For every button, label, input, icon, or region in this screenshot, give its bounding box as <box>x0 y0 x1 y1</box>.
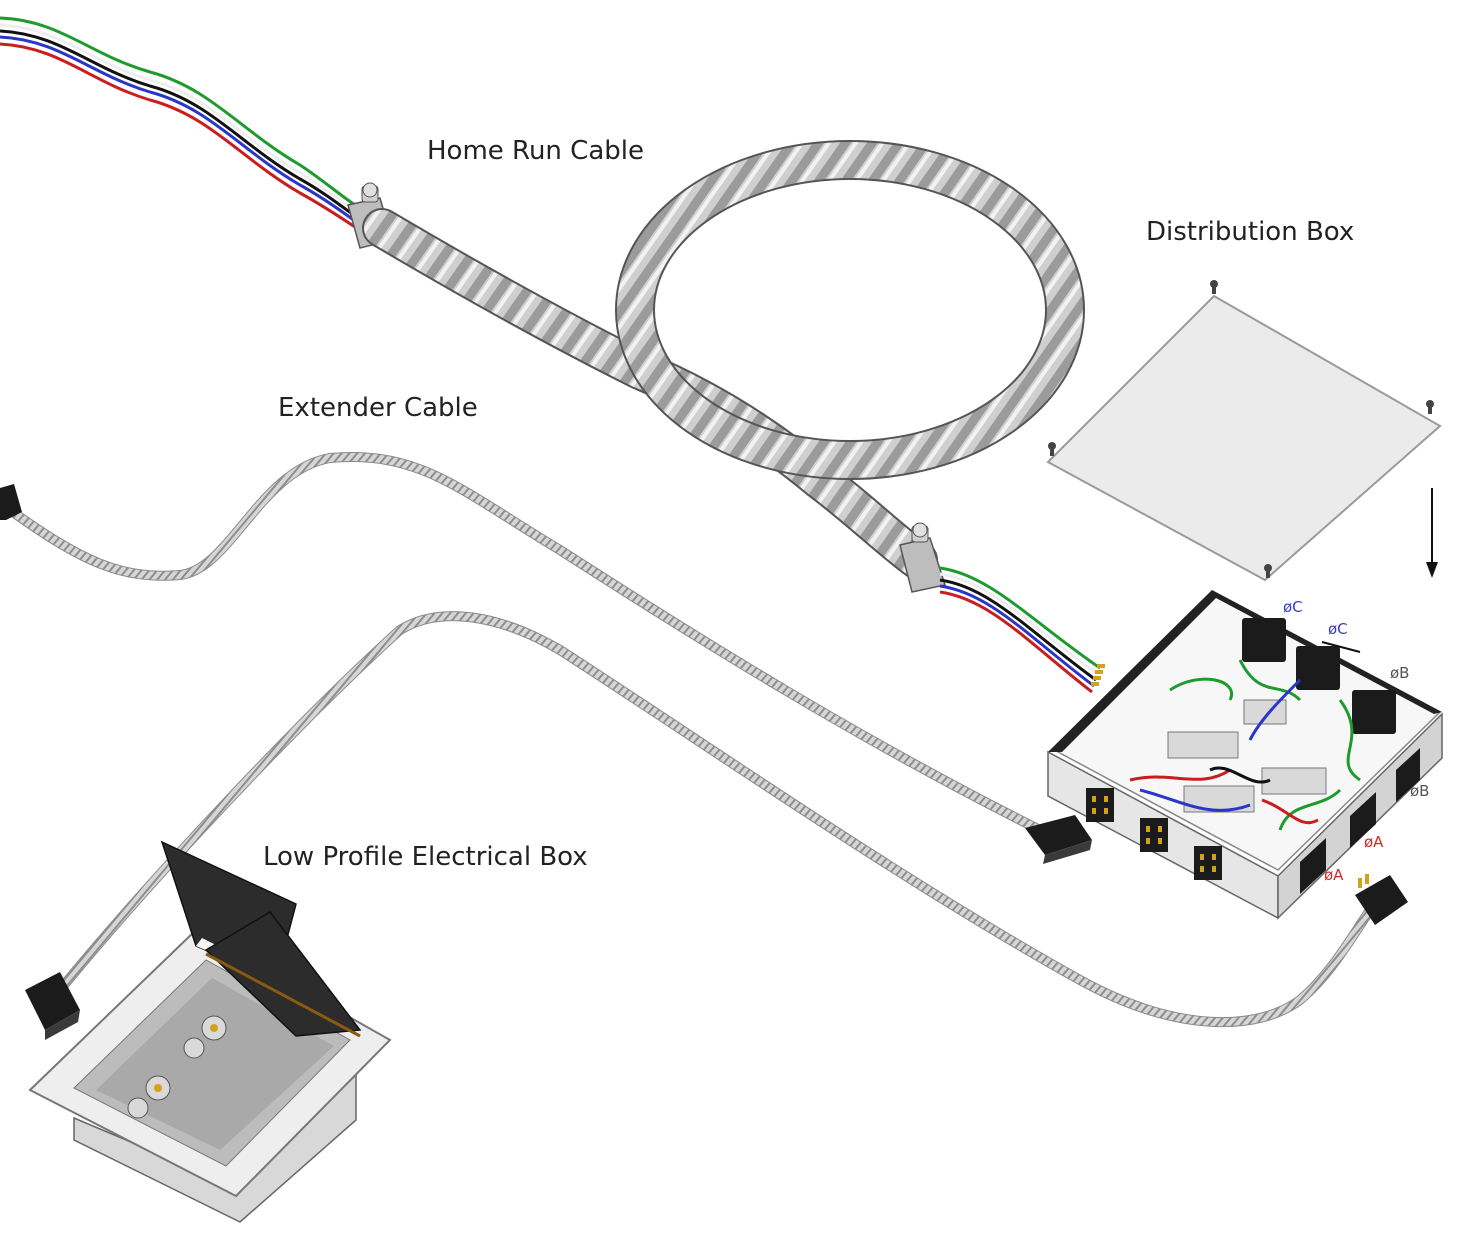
phase-c-bar <box>1321 641 1361 653</box>
home-run-conduit-loop <box>615 140 1085 480</box>
home-run-wires-bottom <box>939 566 1105 694</box>
home-run-connector-bottom <box>899 522 946 593</box>
distribution-box-lid <box>1046 280 1442 582</box>
home-run-wires-top <box>0 16 356 229</box>
phase-label-a-side: øA <box>1364 833 1384 851</box>
phase-label-c-top: øC <box>1283 598 1303 616</box>
label-home-run-cable: Home Run Cable <box>427 136 644 166</box>
extender-connector-distribution <box>1025 815 1092 864</box>
extender-connector-right <box>1355 874 1408 925</box>
label-distribution-box: Distribution Box <box>1146 217 1354 247</box>
down-arrow-icon <box>1426 488 1438 578</box>
phase-label-a-front: øA <box>1324 866 1344 884</box>
extender-connector-left <box>0 484 22 520</box>
distribution-box <box>1047 590 1443 920</box>
phase-label-b-side: øB <box>1410 782 1429 800</box>
phase-label-c-wire: øC <box>1328 620 1348 638</box>
extender-cable-upper <box>7 452 1043 835</box>
label-low-profile-box: Low Profile Electrical Box <box>263 842 588 872</box>
extender-cable-lower <box>56 611 1375 1028</box>
label-extender-cable: Extender Cable <box>278 393 478 423</box>
extender-connector-lowbox <box>25 972 80 1040</box>
low-profile-electrical-box <box>28 840 392 1223</box>
phase-label-b-top: øB <box>1390 664 1409 682</box>
